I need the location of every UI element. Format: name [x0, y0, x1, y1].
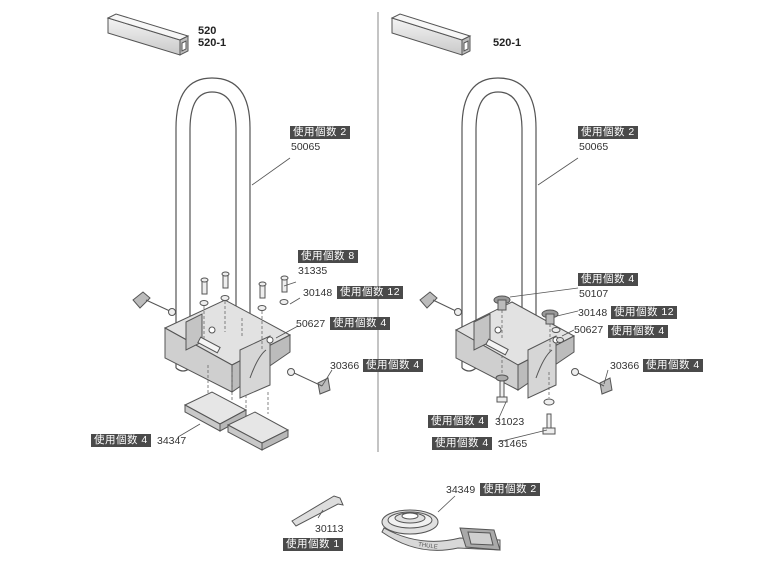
right-roof-bar [390, 13, 472, 56]
left-ubar-qty-tag: 使用個数 2 [290, 126, 350, 139]
strap-print: THULE [418, 542, 438, 551]
left-bolt-part-number: 31335 [298, 265, 328, 277]
wrench-leader [317, 509, 324, 519]
left-model-1: 520 [198, 25, 217, 37]
right-knob-part-number: 30366 [610, 360, 640, 372]
left-pad-qty-tag: 使用個数 4 [91, 434, 151, 447]
right-dash-guides [501, 310, 551, 398]
right-ubar-qty-tag: 使用個数 2 [578, 126, 638, 139]
right-washer-qty-tag: 使用個数 12 [611, 306, 678, 319]
right-leaders [497, 157, 609, 443]
left-bolts [199, 271, 289, 311]
wrench-qty-tag: 使用個数 1 [283, 538, 343, 551]
right-ubar-part-number: 50065 [579, 141, 609, 153]
left-knob-part-number: 30366 [330, 360, 360, 372]
wrench-part-number: 30113 [315, 523, 344, 535]
right-tnuts [493, 295, 564, 343]
left-pad-part-number: 34347 [157, 435, 187, 447]
left-knob-bolts [132, 291, 331, 395]
right-washer-part-number: 30148 [578, 307, 608, 319]
left-leaders [177, 157, 333, 438]
hex-wrench [291, 495, 344, 527]
right-bolt-part-number: 31465 [498, 438, 528, 450]
left-nut-qty-tag: 使用個数 4 [330, 317, 390, 330]
right-knob-bolts [419, 291, 613, 395]
strap [381, 509, 501, 551]
right-nut-part-number: 50627 [574, 324, 604, 336]
left-model-2: 520-1 [198, 37, 227, 49]
left-ubar-part-number: 50065 [291, 141, 321, 153]
right-nut-qty-tag: 使用個数 4 [608, 325, 668, 338]
right-tnut-part-number: 50107 [579, 288, 609, 300]
strap-qty-tag: 使用個数 2 [480, 483, 540, 496]
left-roof-bar [106, 13, 190, 56]
left-bolt-qty-tag: 使用個数 8 [298, 250, 358, 263]
left-knob-qty-tag: 使用個数 4 [363, 359, 423, 372]
left-nut-part-number: 50627 [296, 318, 326, 330]
right-bolt-qty-tag: 使用個数 4 [432, 437, 492, 450]
strap-part-number: 34349 [446, 484, 476, 496]
left-rubber-pads [183, 391, 290, 451]
left-washer-qty-tag: 使用個数 12 [337, 286, 404, 299]
right-tnut-qty-tag: 使用個数 4 [578, 273, 638, 286]
left-dash-guides [203, 301, 269, 418]
right-screw-qty-tag: 使用個数 4 [428, 415, 488, 428]
left-clamp-assembly [163, 299, 292, 399]
right-u-bar [461, 77, 537, 372]
right-model-1: 520-1 [493, 37, 522, 49]
strap-leader [437, 495, 456, 513]
left-washer-part-number: 30148 [303, 287, 333, 299]
right-knob-qty-tag: 使用個数 4 [643, 359, 703, 372]
right-screw-part-number: 31023 [495, 416, 525, 428]
right-lower-bolts [495, 374, 556, 435]
